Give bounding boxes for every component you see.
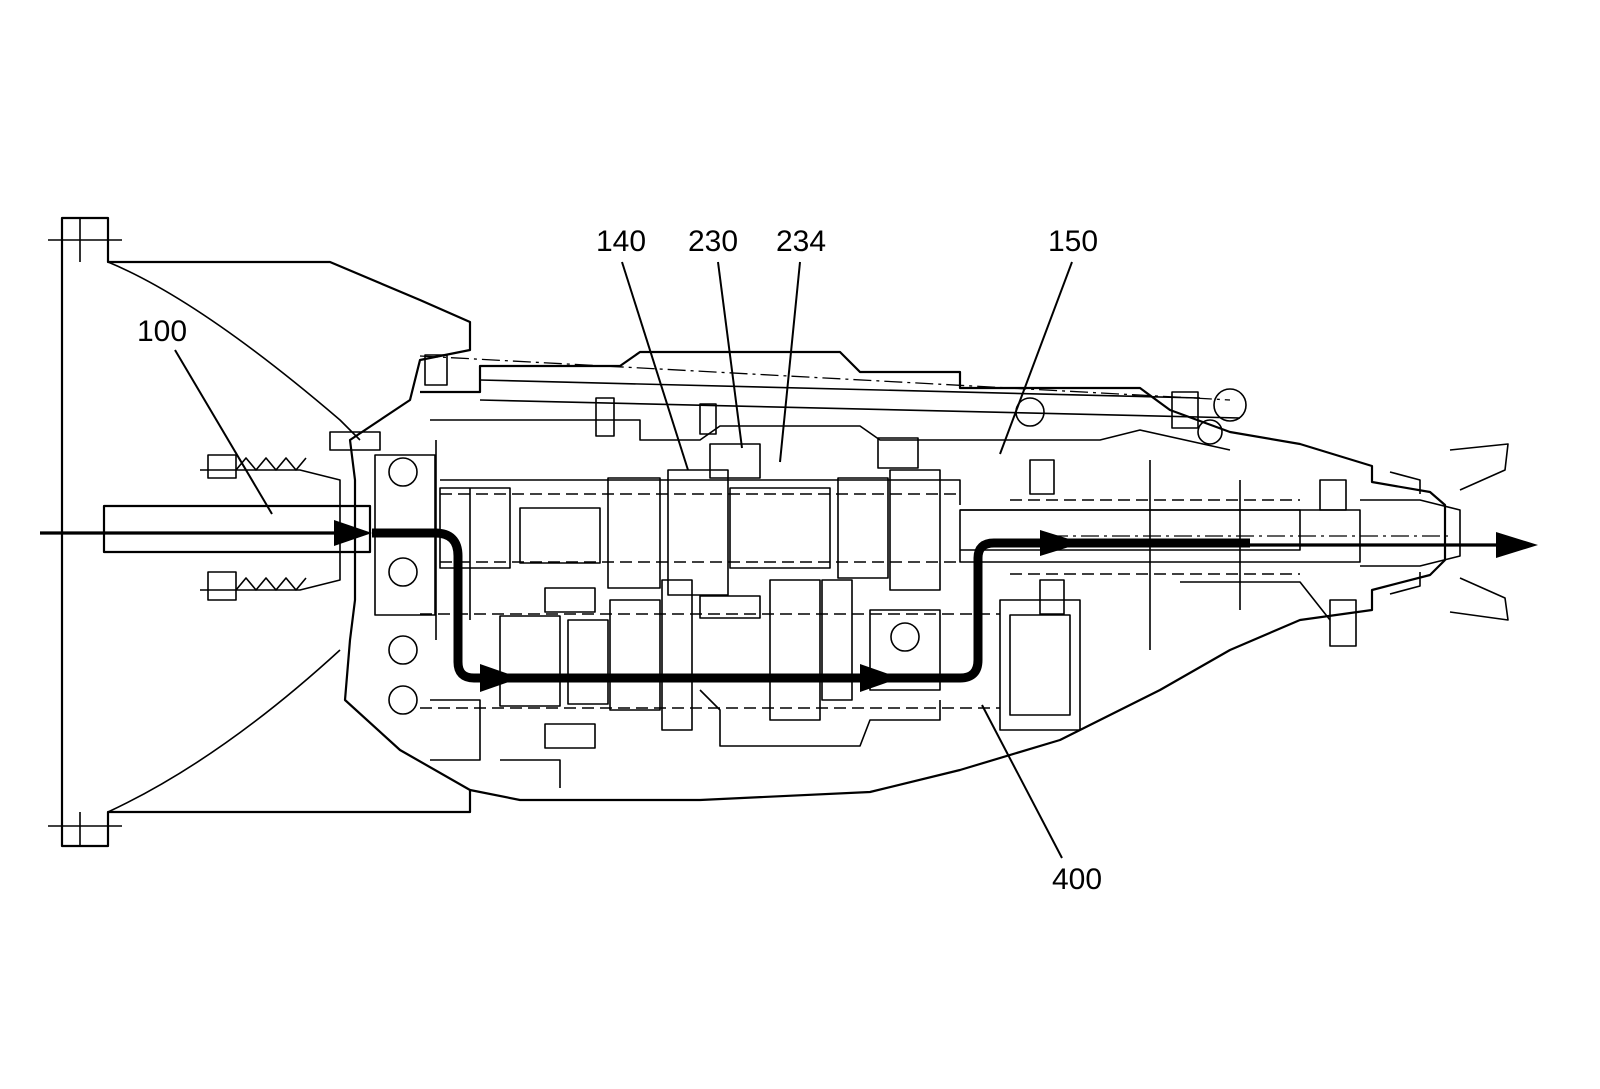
label-234: 234	[776, 225, 826, 258]
label-150: 150	[1048, 225, 1098, 258]
power-flow-path	[40, 520, 1538, 692]
label-140: 140	[596, 225, 646, 258]
reference-labels: 100 140 230 234 150 400	[137, 225, 1102, 896]
shift-rails	[329, 354, 1247, 479]
label-100: 100	[137, 315, 187, 348]
label-230: 230	[688, 225, 738, 258]
label-400: 400	[1052, 863, 1102, 896]
main-case	[420, 350, 1447, 802]
gear-sets	[420, 440, 1000, 749]
input-shaft	[102, 454, 436, 715]
leader-lines	[174, 261, 1073, 859]
